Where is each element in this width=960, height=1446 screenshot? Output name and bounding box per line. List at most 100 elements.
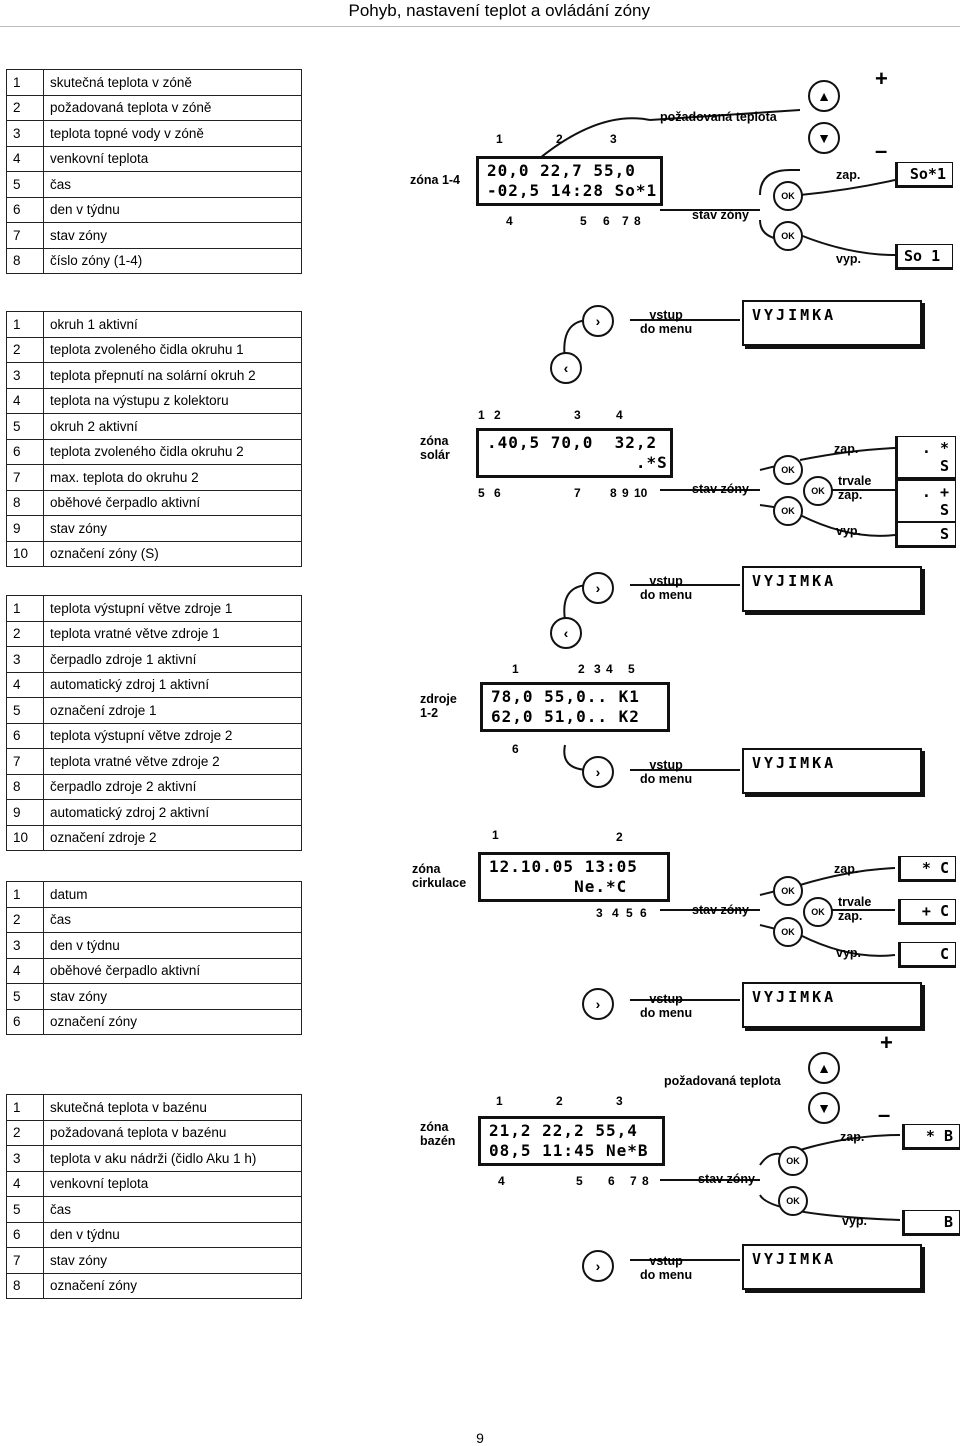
ok-button[interactable]: OK	[778, 1186, 808, 1216]
solar-lcd: .40,5 70,0 32,2 .*S	[476, 428, 673, 478]
ok-button[interactable]: OK	[773, 221, 803, 251]
minus-label: –	[875, 138, 888, 163]
plus-label: +	[880, 1030, 893, 1055]
row-description: teplota vratné větve zdroje 2	[43, 748, 302, 775]
num: 6	[640, 906, 647, 920]
row-description: oběhové čerpadlo aktivní	[43, 957, 302, 984]
num: 5	[478, 486, 485, 500]
exception-box: VYJIMKA	[742, 982, 922, 1028]
row-description: teplota výstupní větve zdroje 1	[43, 595, 302, 622]
down-arrow-button[interactable]: ▼	[808, 122, 840, 154]
row-description: datum	[43, 881, 302, 908]
row-description: stav zóny	[43, 983, 302, 1010]
lcd-line: 62,0 51,0.. K2	[491, 707, 640, 726]
ok-button[interactable]: OK	[773, 181, 803, 211]
row-description: požadovaná teplota v bazénu	[43, 1119, 302, 1146]
row-description: čas	[43, 171, 302, 198]
left-arrow-button[interactable]: ‹	[550, 617, 582, 649]
label-line: zap.	[838, 488, 863, 502]
row-description: okruh 2 aktivní	[43, 413, 302, 440]
ok-button[interactable]: OK	[773, 455, 803, 485]
right-arrow-button[interactable]: ›	[582, 756, 614, 788]
num: 3	[616, 1094, 623, 1108]
ok-button[interactable]: OK	[803, 897, 833, 927]
menu-label-line: do menu	[640, 322, 693, 336]
down-arrow-button[interactable]: ▼	[808, 1092, 840, 1124]
row-number: 2	[6, 906, 44, 933]
num: 1	[512, 662, 519, 676]
num: 8	[642, 1174, 649, 1188]
num: 3	[594, 662, 601, 676]
num: 7	[622, 214, 629, 228]
row-description: označení zóny (S)	[43, 540, 302, 567]
state-box-on: * B	[902, 1124, 960, 1150]
row-number: 8	[6, 489, 44, 516]
num: 2	[616, 830, 623, 844]
row-number: 3	[6, 646, 44, 673]
desired-temp-label: požadovaná teplota	[664, 1074, 781, 1088]
up-arrow-button[interactable]: ▲	[808, 1052, 840, 1084]
row-description: označení zdroje 2	[43, 824, 302, 851]
row-number: 4	[6, 1170, 44, 1197]
ok-button[interactable]: OK	[773, 496, 803, 526]
row-number: 6	[6, 1221, 44, 1248]
row-number: 1	[6, 69, 44, 96]
row-description: stav zóny	[43, 515, 302, 542]
ok-button[interactable]: OK	[778, 1146, 808, 1176]
state-box-permanent: . + S	[895, 480, 956, 524]
right-arrow-button[interactable]: ›	[582, 305, 614, 337]
menu-label-line: do menu	[640, 1006, 693, 1020]
num: 5	[628, 662, 635, 676]
row-number: 6	[6, 1008, 44, 1035]
menu-label-line: vstup	[649, 574, 683, 588]
row-number: 4	[6, 387, 44, 414]
ok-button[interactable]: OK	[773, 876, 803, 906]
right-arrow-button[interactable]: ›	[582, 572, 614, 604]
lcd-line: 21,2 22,2 55,4	[489, 1121, 638, 1140]
label-line: solár	[420, 448, 450, 462]
page-title: Pohyb, nastavení teplot a ovládání zóny	[348, 1, 650, 20]
row-number: 7	[6, 1247, 44, 1274]
right-arrow-button[interactable]: ›	[582, 1250, 614, 1282]
exception-box: VYJIMKA	[742, 300, 922, 346]
ok-button[interactable]: OK	[773, 917, 803, 947]
num: 1	[478, 408, 485, 422]
exception-box: VYJIMKA	[742, 566, 922, 612]
ok-button[interactable]: OK	[803, 476, 833, 506]
num: 7	[574, 486, 581, 500]
plus-label: +	[875, 66, 888, 91]
num: 10	[634, 486, 648, 500]
num: 4	[606, 662, 613, 676]
num: 3	[596, 906, 603, 920]
row-description: teplota na výstupu z kolektoru	[43, 387, 302, 414]
up-arrow-button[interactable]: ▲	[808, 80, 840, 112]
label-line: trvale	[838, 895, 872, 909]
right-arrow-button[interactable]: ›	[582, 988, 614, 1020]
minus-label: –	[878, 1102, 891, 1127]
row-description: oběhové čerpadlo aktivní	[43, 489, 302, 516]
left-arrow-button[interactable]: ‹	[550, 352, 582, 384]
num: 6	[494, 486, 501, 500]
desired-temp-label: požadovaná teplota	[660, 110, 777, 124]
